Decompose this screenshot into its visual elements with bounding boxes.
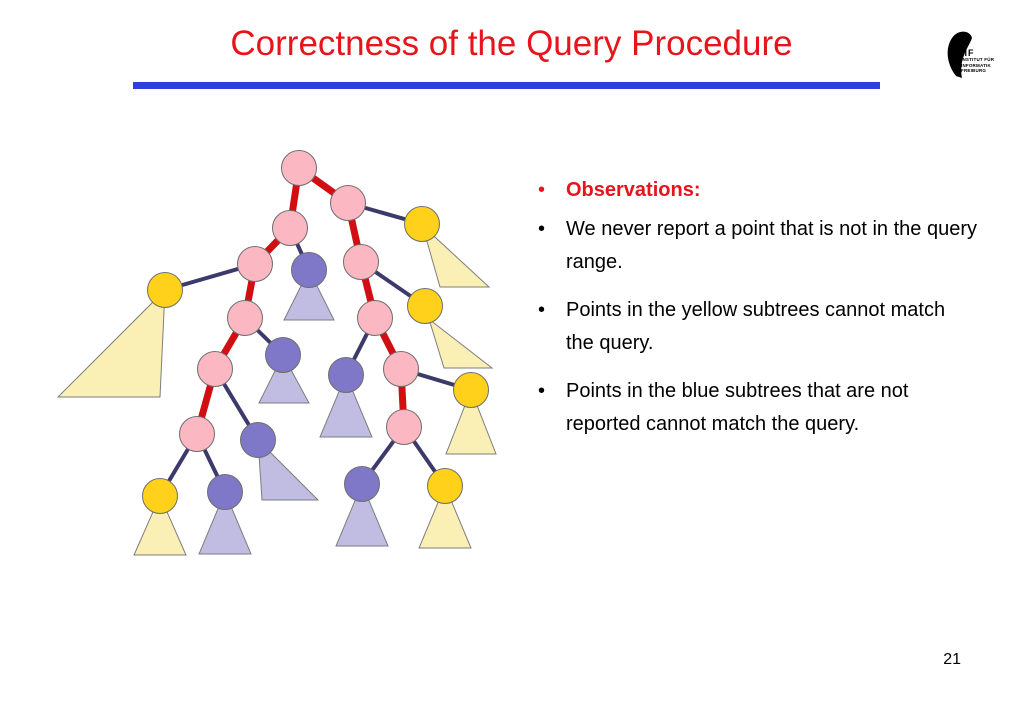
logo-mark xyxy=(947,31,972,78)
subtree-blue xyxy=(258,353,310,404)
subtrees xyxy=(56,222,497,556)
logo-line-1: INSTITUT FÜR xyxy=(961,57,995,62)
node-yellow xyxy=(453,372,489,408)
node-blue xyxy=(265,337,301,373)
node-yellow xyxy=(427,468,463,504)
page-number: 21 xyxy=(943,651,961,668)
observation-list: • Observations: • We never report a poin… xyxy=(538,174,978,456)
subtree-blue xyxy=(257,438,320,501)
node-pink xyxy=(330,185,366,221)
bullet-dot: • xyxy=(538,299,546,321)
logo-letters: IIF xyxy=(961,48,975,58)
title-underline-bar xyxy=(133,82,880,89)
node-blue xyxy=(207,474,243,510)
subtree-blue xyxy=(335,482,389,547)
iif-logo-icon xyxy=(947,31,972,78)
bullet-heading-text: Observations: xyxy=(566,179,701,201)
node-pink xyxy=(386,409,422,445)
node-yellow xyxy=(404,206,440,242)
tree-edges xyxy=(158,201,473,498)
logo-line-3: FREIBURG xyxy=(961,68,987,73)
node-pink xyxy=(357,300,393,336)
node-pink xyxy=(272,210,308,246)
bullet-dot: • xyxy=(538,380,546,402)
node-blue xyxy=(240,422,276,458)
bullet-text: Points in the blue subtrees that are not… xyxy=(566,380,909,435)
bullet-dot: • xyxy=(538,218,546,240)
subtree-blue xyxy=(319,373,373,438)
logo-line-2: INFORMATIK xyxy=(961,62,991,68)
node-pink xyxy=(197,351,233,387)
bullet-item: • Points in the blue subtrees that are n… xyxy=(538,375,978,441)
logo-caption: INSTITUT FÜR INFORMATIK FREIBURG xyxy=(961,57,994,74)
bullet-item: • Points in the yellow subtrees cannot m… xyxy=(538,294,978,360)
node-yellow xyxy=(147,272,183,308)
bullet-text: Points in the yellow subtrees cannot mat… xyxy=(566,299,946,354)
node-pink xyxy=(383,351,419,387)
slide-title: Correctness of the Query Procedure xyxy=(230,24,793,63)
tree-nodes xyxy=(142,150,489,514)
subtree-yellow xyxy=(418,484,472,549)
bullet-text: We never report a point that is not in t… xyxy=(566,218,977,273)
bullet-item: • We never report a point that is not in… xyxy=(538,213,978,279)
bullet-item-heading: • Observations: xyxy=(538,174,978,207)
node-yellow xyxy=(407,288,443,324)
node-yellow xyxy=(142,478,178,514)
node-pink xyxy=(237,246,273,282)
node-blue xyxy=(344,466,380,502)
subtree-yellow xyxy=(445,388,497,455)
subtree-yellow xyxy=(133,494,187,556)
node-blue xyxy=(328,357,364,393)
node-pink xyxy=(343,244,379,280)
node-blue xyxy=(291,252,327,288)
bullet-dot: • xyxy=(538,179,546,201)
node-pink xyxy=(227,300,263,336)
title-underline xyxy=(133,82,880,89)
node-pink xyxy=(281,150,317,186)
subtree-yellow-left xyxy=(56,288,166,398)
node-pink xyxy=(179,416,215,452)
subtree-blue xyxy=(283,268,335,321)
subtree-blue xyxy=(198,490,252,555)
